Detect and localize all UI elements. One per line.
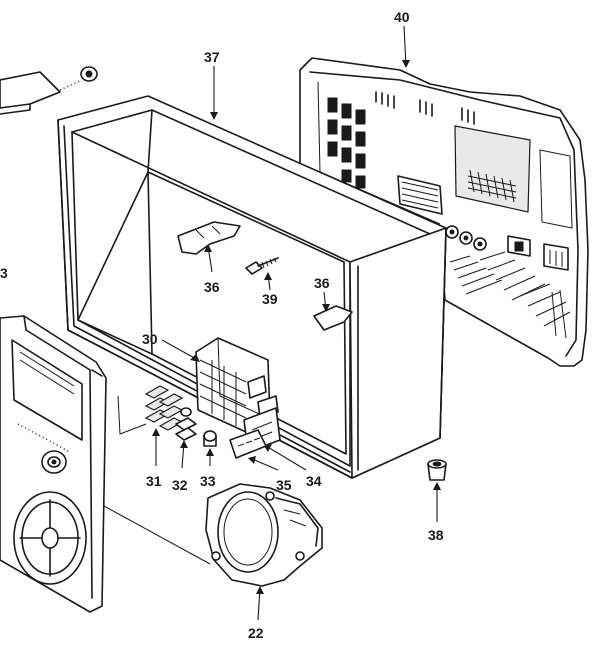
label-37: 37 <box>204 49 220 65</box>
speaker-grille-icon <box>13 491 87 585</box>
speaker-frame-22 <box>205 483 323 587</box>
label-36-upper: 36 <box>204 279 220 295</box>
rubber-foot-38-icon <box>427 459 447 481</box>
label-40: 40 <box>394 9 410 25</box>
front-knob-icon <box>41 450 67 474</box>
connector-32 <box>175 407 197 441</box>
bracket-36-lower <box>313 305 353 331</box>
terminal-board-30 <box>195 337 281 453</box>
label-38: 38 <box>428 527 444 543</box>
label-34: 34 <box>306 473 322 489</box>
nut-icon <box>80 66 98 82</box>
knob-33-icon <box>203 430 217 447</box>
label-31: 31 <box>146 473 162 489</box>
label-33: 33 <box>200 473 216 489</box>
rear-panel-40 <box>299 57 589 367</box>
vent-grille-left <box>327 97 366 189</box>
connector-35 <box>229 429 267 459</box>
rear-switch <box>507 235 531 257</box>
label-30: 30 <box>142 331 158 347</box>
connector-pins-31 <box>144 385 184 431</box>
front-panel-left <box>0 315 107 613</box>
top-vent-slots <box>375 91 475 125</box>
label-39: 39 <box>262 291 278 307</box>
leader-lines <box>103 25 441 621</box>
part-labels: 40 37 36 39 36 30 31 32 33 35 34 38 22 3 <box>0 9 444 641</box>
label-35: 35 <box>276 477 292 493</box>
label-edge-3: 3 <box>0 265 8 281</box>
upper-left-bracket-fragment <box>0 71 83 115</box>
label-32: 32 <box>172 477 188 493</box>
vent-grille-lower <box>449 251 571 327</box>
rear-jacks <box>445 225 487 251</box>
bracket-36-upper <box>177 221 241 255</box>
label-36-lower: 36 <box>314 275 330 291</box>
screw-39-icon <box>245 257 279 275</box>
label-22: 22 <box>248 625 264 641</box>
vent-grille-middle <box>397 175 443 215</box>
